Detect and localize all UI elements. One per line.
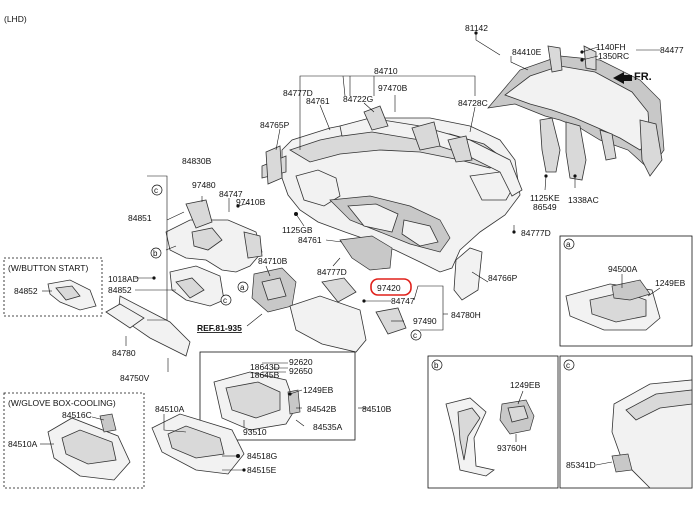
part-label-97410B: 97410B bbox=[236, 197, 266, 207]
part-label-84710B: 84710B bbox=[258, 256, 288, 266]
part-label-84780H: 84780H bbox=[451, 310, 481, 320]
detail-c-part-85341D: 85341D bbox=[566, 460, 596, 470]
fasteners bbox=[152, 31, 584, 472]
part-label-84510B: 84510B bbox=[362, 404, 392, 414]
inset-part-84852: 84852 bbox=[14, 286, 38, 296]
detail-b-part-93760H: 93760H bbox=[497, 443, 527, 453]
part-label-1338AC: 1338AC bbox=[568, 195, 599, 205]
callout-a-marker: a bbox=[237, 281, 249, 293]
callout-c-marker-1: c bbox=[151, 184, 163, 196]
part-label-1249EB: 1249EB bbox=[303, 385, 334, 395]
glove-box-door bbox=[151, 413, 245, 475]
part-label-92620: 92620 bbox=[289, 357, 313, 367]
part-label-84780: 84780 bbox=[112, 348, 136, 358]
air-duct bbox=[339, 105, 523, 197]
part-label-1140FH: 1140FH bbox=[596, 42, 626, 52]
inset-button-start-title: (W/BUTTON START) bbox=[8, 263, 88, 273]
part-label-1018AD: 1018AD bbox=[108, 274, 139, 284]
part-label-18645B: 18645B bbox=[250, 370, 280, 380]
part-label-18643D: 18643D bbox=[250, 362, 280, 372]
part-label-84851: 84851 bbox=[128, 213, 152, 223]
svg-text:c: c bbox=[223, 296, 227, 305]
inset-part-84516C: 84516C bbox=[62, 410, 92, 420]
cowl-crossbar-assembly bbox=[487, 45, 665, 181]
part-label-84722G: 84722G bbox=[343, 94, 373, 104]
inset-part-84510A: 84510A bbox=[8, 439, 38, 449]
detail-b-part-1249EB: 1249EB bbox=[510, 380, 541, 390]
part-labels: 81142 84410E 1140FH 84477 1350RC 84710 8… bbox=[108, 23, 684, 475]
part-label-92650: 92650 bbox=[289, 366, 313, 376]
glove-box-housing bbox=[213, 371, 301, 431]
part-label-84747-a: 84747 bbox=[219, 189, 243, 199]
svg-text:a: a bbox=[240, 283, 245, 292]
side-cover-right bbox=[453, 247, 483, 301]
part-label-1125GB: 1125GB bbox=[282, 225, 313, 235]
svg-text:c: c bbox=[413, 331, 417, 340]
part-label-84710: 84710 bbox=[374, 66, 398, 76]
glove-box-frame bbox=[199, 351, 356, 441]
part-label-84542B: 84542B bbox=[307, 404, 337, 414]
highlighted-part-97420: 97420 bbox=[370, 278, 412, 296]
part-label-93510: 93510 bbox=[243, 427, 267, 437]
arrow-left-icon bbox=[613, 72, 632, 84]
svg-text:c: c bbox=[566, 361, 570, 370]
part-label-84515E: 84515E bbox=[247, 465, 277, 475]
part-label-84830B: 84830B bbox=[182, 156, 212, 166]
svg-text:b: b bbox=[434, 361, 439, 370]
part-label-81142: 81142 bbox=[465, 23, 488, 33]
part-label-97480: 97480 bbox=[192, 180, 216, 190]
part-label-1350RC: 1350RC bbox=[598, 51, 629, 61]
side-vent-left bbox=[265, 145, 283, 185]
part-label-84750V: 84750V bbox=[120, 373, 150, 383]
svg-text:c: c bbox=[154, 186, 158, 195]
callout-c-marker-3: c bbox=[410, 329, 422, 341]
part-label-97470B: 97470B bbox=[378, 83, 408, 93]
callout-c-marker-2: c bbox=[220, 294, 232, 306]
part-label-97420: 97420 bbox=[377, 283, 401, 293]
center-lower-panel bbox=[251, 267, 297, 313]
part-label-97490: 97490 bbox=[413, 316, 437, 326]
part-label-84777D-mid: 84777D bbox=[317, 267, 347, 277]
part-label-84410E: 84410E bbox=[512, 47, 542, 57]
part-label-84518G: 84518G bbox=[247, 451, 277, 461]
detail-panel-a: a 94500A 1249EB bbox=[559, 235, 693, 347]
part-label-84765P: 84765P bbox=[260, 120, 290, 130]
part-label-84535A: 84535A bbox=[313, 422, 343, 432]
front-direction-indicator: FR. bbox=[613, 71, 652, 84]
part-label-84728C: 84728C bbox=[458, 98, 488, 108]
lower-crash-pad-left bbox=[169, 265, 225, 307]
cluster-fascia bbox=[165, 199, 263, 273]
part-label-84777D-right: 84777D bbox=[521, 228, 551, 238]
lower-panel-shroud bbox=[105, 295, 191, 357]
svg-text:b: b bbox=[153, 249, 158, 258]
inset-glove-box-cooling: (W/GLOVE BOX-COOLING) 84516C 84510A bbox=[3, 392, 145, 489]
part-label-86549: 86549 bbox=[533, 202, 557, 212]
part-label-84766P: 84766P bbox=[488, 273, 518, 283]
part-label-84747-b: 84747 bbox=[391, 296, 415, 306]
part-label-84761-mid: 84761 bbox=[298, 235, 322, 245]
part-label-84852: 84852 bbox=[108, 285, 132, 295]
callout-b-marker: b bbox=[150, 247, 162, 259]
front-label: FR. bbox=[634, 71, 652, 83]
detail-a-part-1249EB: 1249EB bbox=[655, 278, 686, 288]
center-bracket bbox=[339, 235, 393, 271]
variant-label: (LHD) bbox=[4, 14, 27, 24]
inset-button-start: (W/BUTTON START) 84852 bbox=[3, 257, 103, 317]
inset-glove-box-cooling-title: (W/GLOVE BOX-COOLING) bbox=[8, 398, 116, 408]
part-label-84761-top: 84761 bbox=[306, 96, 330, 106]
part-label-84477: 84477 bbox=[660, 45, 684, 55]
part-label-84510A: 84510A bbox=[155, 404, 185, 414]
part-label-1125KE: 1125KE bbox=[530, 193, 560, 203]
leader-lines bbox=[125, 33, 660, 471]
reference-link[interactable]: REF.81-935 bbox=[197, 323, 242, 333]
detail-panel-c: c 85341D bbox=[559, 355, 693, 489]
detail-a-part-94500A: 94500A bbox=[608, 264, 638, 274]
part-label-84777D-top: 84777D bbox=[283, 88, 313, 98]
svg-text:a: a bbox=[566, 240, 571, 249]
detail-panel-b: b 1249EB 93760H bbox=[427, 355, 559, 489]
